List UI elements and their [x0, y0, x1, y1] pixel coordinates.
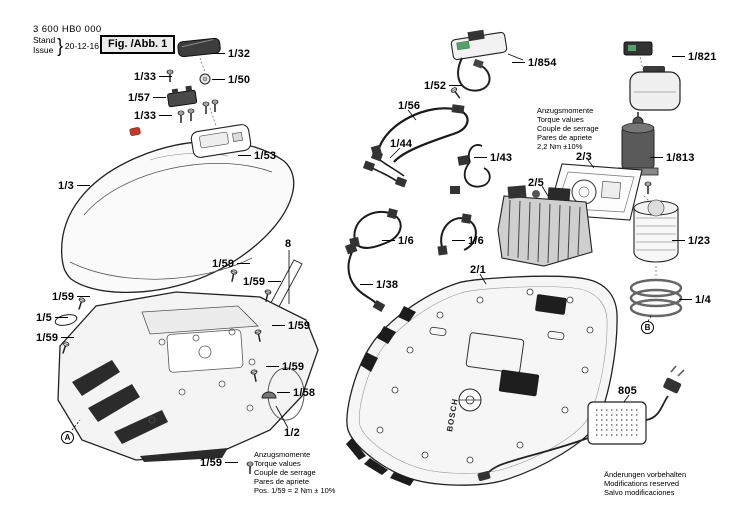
- issue-block: Stand Issue } 20-12-16: [33, 34, 102, 57]
- part-label-1-52: 1/52: [424, 80, 462, 92]
- part-label-1-56: 1/56: [398, 100, 421, 112]
- note-line: Pares de apriete: [537, 133, 593, 142]
- part-label-1-59: 1/59: [243, 276, 281, 288]
- part-label-1-2: 1/2: [284, 427, 300, 439]
- note-line: Anzugsmomente: [537, 106, 594, 115]
- view-marker-b: B: [641, 321, 654, 334]
- part-label-1-59: 1/59: [266, 361, 304, 373]
- part-label-1-4: 1/4: [679, 294, 711, 306]
- part-label-1-33: 1/33: [134, 71, 172, 83]
- part-label-1-3: 1/3: [58, 180, 90, 192]
- cover-plate: [190, 124, 252, 158]
- note-line: Couple de serrage: [537, 124, 599, 133]
- docking-contact: [450, 29, 508, 92]
- part-label-805: 805: [618, 385, 637, 397]
- part-label-1-32: 1/32: [212, 48, 250, 60]
- part-label-1-38: 1/38: [360, 279, 398, 291]
- part-label-2-5: 2/5: [528, 177, 544, 189]
- part-label-1-854: 1/854: [512, 57, 557, 69]
- part-label-1-43: 1/43: [474, 152, 512, 164]
- cable-sensor: [344, 242, 386, 312]
- note-line: Torque values: [537, 115, 584, 124]
- note-line: Salvo modificaciones: [604, 488, 675, 497]
- part-label-1-5: 1/5: [36, 312, 68, 324]
- part-label-1-6: 1/6: [382, 235, 414, 247]
- part-number: 3 600 HB0 000: [33, 24, 102, 35]
- bracket: [167, 85, 198, 108]
- part-label-1-58: 1/58: [277, 387, 315, 399]
- note-line: 2,2 Nm ±10%: [537, 142, 583, 151]
- top-cover: [61, 140, 295, 294]
- cable-connectors: [362, 150, 408, 188]
- title-block: 3 600 HB0 000 Stand Issue } 20-12-16: [33, 24, 102, 56]
- spring: [629, 278, 683, 318]
- part-label-1-44: 1/44: [390, 138, 413, 150]
- note-line: Änderungen vorbehalten: [604, 470, 687, 479]
- cable-plug: [450, 144, 491, 194]
- note-line: Pos. 1/59 = 2 Nm ± 10%: [254, 486, 336, 495]
- revisions-note: Änderungen vorbehalten Modifications res…: [604, 470, 686, 497]
- part-label-1-59: 1/59: [212, 258, 250, 270]
- part-label-1-33: 1/33: [134, 110, 172, 122]
- charge-module: [623, 41, 681, 111]
- part-label-1-813: 1/813: [650, 152, 695, 164]
- view-marker-a: A: [61, 431, 74, 444]
- torque-note-bottom: Anzugsmomente Torque values Couple de se…: [254, 450, 335, 495]
- torque-note-right: Anzugsmomente Torque values Couple de se…: [537, 106, 599, 151]
- part-label-1-59: 1/59: [36, 332, 74, 344]
- note-line: Couple de serrage: [254, 468, 316, 477]
- chassis: [57, 291, 319, 462]
- part-label-1-821: 1/821: [672, 51, 717, 63]
- part-label-2-1: 2/1: [470, 264, 486, 276]
- leader-lines: [71, 53, 652, 431]
- power-adapter: [477, 365, 685, 481]
- note-line: Anzugsmomente: [254, 450, 311, 459]
- part-label-1-53: 1/53: [238, 150, 276, 162]
- stop-button-part: [129, 127, 141, 136]
- part-label-8: 8: [285, 238, 292, 250]
- part-label-1-50: 1/50: [212, 74, 250, 86]
- bottom-plate: BOSCH: [346, 275, 618, 486]
- part-label-1-57: 1/57: [128, 92, 166, 104]
- blade-motor-housing: [633, 199, 679, 263]
- part-label-2-3: 2/3: [576, 151, 592, 163]
- part-label-1-6: 1/6: [452, 235, 484, 247]
- part-label-1-59: 1/59: [272, 320, 310, 332]
- figure-label: Fig. /Abb. 1: [100, 35, 176, 54]
- dome-nut: [261, 391, 277, 399]
- cover-cap: [177, 37, 221, 58]
- part-label-1-59: 1/59: [200, 457, 238, 469]
- issue-date: 20-12-16: [64, 41, 99, 51]
- part-label-1-23: 1/23: [672, 235, 710, 247]
- issue-label: Issue: [33, 45, 54, 55]
- note-line: Modifications reserved: [604, 479, 680, 488]
- cable-harness: [370, 104, 469, 163]
- grommet: [199, 73, 211, 85]
- cutting-deck: [497, 185, 593, 267]
- stand-label: Stand: [33, 35, 56, 46]
- part-label-1-59: 1/59: [52, 291, 90, 303]
- brace-glyph: }: [57, 34, 63, 57]
- note-line: Pares de apriete: [254, 477, 310, 486]
- note-line: Torque values: [254, 459, 301, 468]
